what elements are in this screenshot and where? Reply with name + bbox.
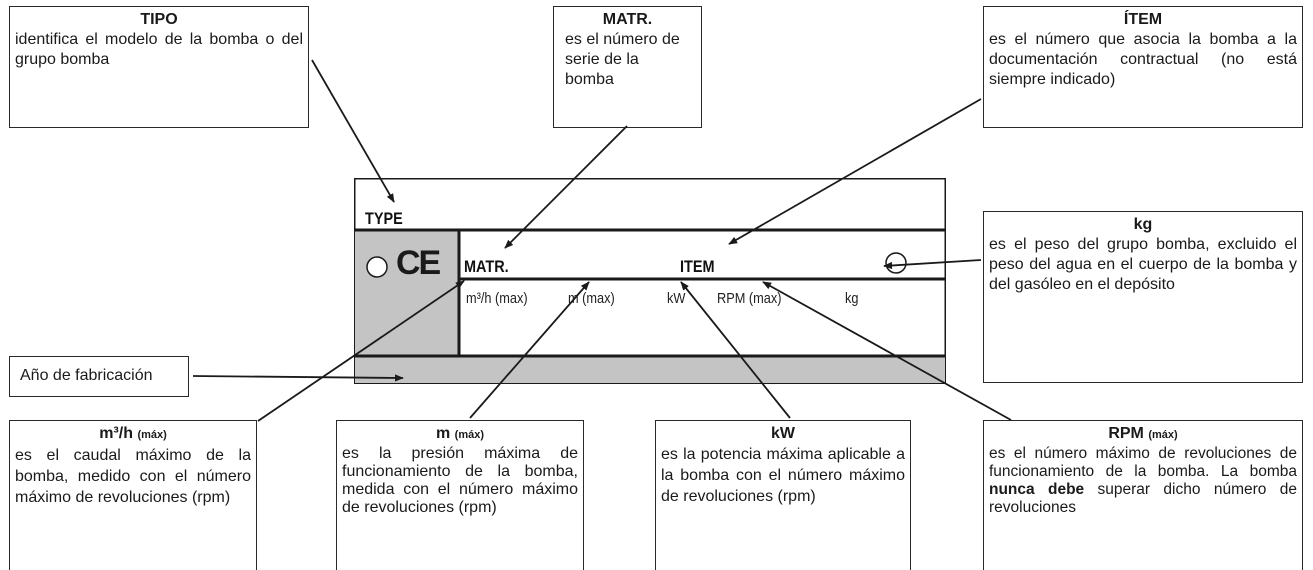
plate-field-pressure: m (max) [568,290,615,307]
arrow-kg [883,259,982,270]
item-title: ÍTEM [1123,11,1163,28]
arrow-item [728,98,982,245]
arrow-rpm [762,281,1012,421]
left-screw-hole [366,256,388,278]
plate-field-kg: kg [845,290,859,307]
caudal-box: m³/h (máx) es el caudal máximo de la bom… [9,420,257,570]
rpm-title-sub: (máx) [1148,429,1178,441]
plate-item-label: ITEM [680,257,715,276]
arrow-caudal [257,280,465,422]
arrow-tipo [311,59,395,203]
plate-matr-label: MATR. [464,257,509,276]
plate-field-power: kW [667,290,686,307]
presion-title-sub: (máx) [454,429,485,441]
potencia-text: es la potencia máxima aplicable a la bom… [661,446,905,505]
item-box: ÍTEM es el número que asocia la bomba a … [983,6,1303,128]
plate-field-flow: m³/h (max) [466,290,528,307]
caudal-title: m³/h (máx) [15,424,251,445]
arrow-matr [504,125,628,249]
tipo-box: TIPO identifica el modelo de la bomba o … [9,6,309,128]
nameplate-frame [354,178,946,384]
item-text: es el número que asocia la bomba a la do… [989,31,1297,88]
potencia-title: kW [771,425,795,442]
kg-title: kg [1133,216,1153,233]
nameplate: TYPE CE MATR. ITEM m³/h (max) m (max) kW… [354,178,946,384]
bottom-gray-strip [355,357,945,383]
potencia-box: kW es la potencia máxima aplicable a la … [655,420,911,570]
rpm-text-after: superar dicho número de revoluciones [989,481,1297,516]
rpm-title-main: RPM [1108,425,1144,442]
matr-title: MATR. [602,11,653,28]
tipo-text: identifica el modelo de la bomba o del g… [15,31,303,68]
rpm-text-bold: nunca debe [989,481,1085,498]
rpm-text-before: es el número máximo de revoluciones de f… [989,445,1297,480]
rpm-box: RPM (máx) es el número máximo de revoluc… [983,420,1303,570]
ce-mark: CE [396,244,441,282]
kg-box: kg es el peso del grupo bomba, excluido … [983,211,1303,383]
ce-gray-panel [355,230,459,355]
caudal-text: es el caudal máximo de la bomba, medido … [15,447,251,506]
kg-text: es el peso del grupo bomba, excluido el … [989,236,1297,293]
arrow-potencia [680,281,791,419]
presion-title: m (máx) [342,424,578,445]
caudal-title-sub: (máx) [137,429,167,441]
tipo-title: TIPO [140,11,178,28]
anio-box: Año de fabricación [9,356,189,397]
rpm-title: RPM (máx) [989,424,1297,445]
plate-field-rpm: RPM (max) [717,290,782,307]
anio-text: Año de fabricación [20,367,153,384]
caudal-title-main: m³/h [99,425,133,442]
rpm-text: es el número máximo de revoluciones de f… [989,445,1297,517]
matr-text: es el número de serie de la bomba [565,31,680,88]
arrow-presion [469,281,590,419]
presion-box: m (máx) es la presión máxima de funciona… [336,420,584,570]
presion-text: es la presión máxima de funcionamiento d… [342,445,578,516]
presion-title-main: m [435,425,451,442]
arrow-anio [192,374,404,382]
matr-box: MATR. es el número de serie de la bomba [553,6,702,128]
plate-type-label: TYPE [365,209,403,228]
